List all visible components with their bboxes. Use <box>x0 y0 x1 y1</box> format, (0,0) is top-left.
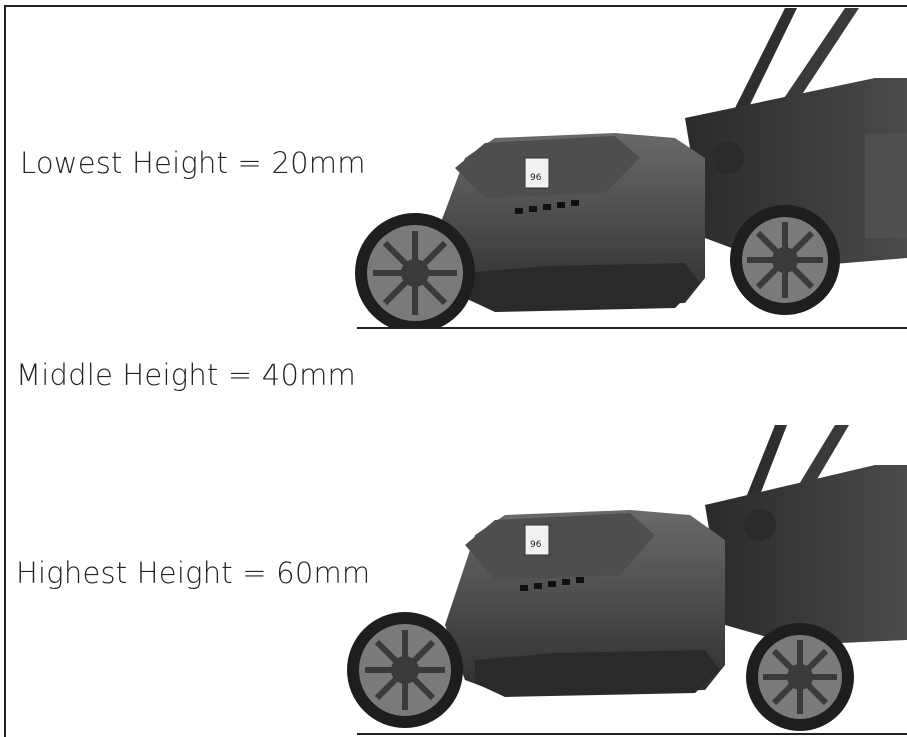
lowest-height-label: Lowest Height = 20mm <box>20 146 366 180</box>
frame-top-border <box>4 5 907 7</box>
rear-wheel-icon <box>746 623 854 731</box>
sticker-text: 96 <box>530 173 542 183</box>
front-wheel-icon <box>347 612 463 728</box>
frame-left-border <box>4 5 6 737</box>
highest-height-label: Highest Height = 60mm <box>16 556 371 590</box>
mower-highest-image: 96 <box>347 425 907 731</box>
ground-line-bottom <box>357 733 907 735</box>
sticker-text: 96 <box>530 540 542 550</box>
middle-height-label: Middle Height = 40mm <box>16 358 357 392</box>
ground-line-top <box>357 327 907 329</box>
mower-lowest-image: 96 <box>355 8 907 328</box>
rear-wheel-icon <box>730 205 840 315</box>
front-wheel-icon <box>355 213 475 328</box>
